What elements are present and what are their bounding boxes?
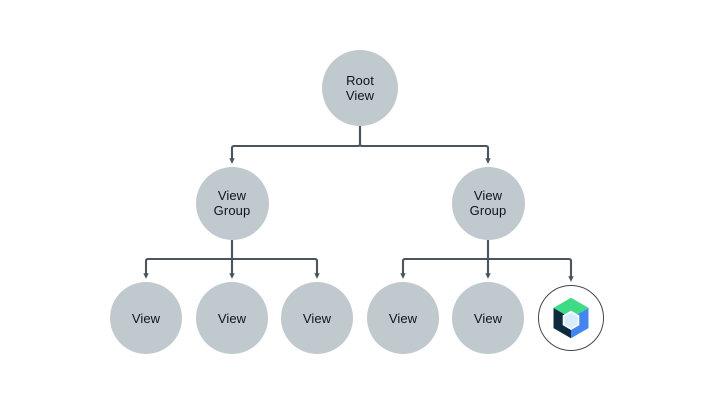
edge-root-to-viewgroup-right bbox=[358, 126, 491, 164]
node-view-group-right-label: View Group bbox=[469, 188, 507, 218]
node-view-2[interactable]: View bbox=[196, 282, 268, 354]
edge-root-to-viewgroup-left bbox=[229, 126, 362, 164]
node-view-group-left[interactable]: View Group bbox=[195, 166, 269, 240]
edge-viewgroup-right-to-view-4 bbox=[400, 257, 488, 279]
node-view-5-label: View bbox=[473, 310, 503, 326]
edge-viewgroup-right-to-compose-node bbox=[488, 257, 574, 282]
node-view-4-label: View bbox=[388, 310, 418, 326]
node-view-2-label: View bbox=[217, 310, 247, 326]
edge-viewgroup-left-to-view-1 bbox=[143, 257, 232, 279]
node-view-4[interactable]: View bbox=[367, 282, 439, 354]
node-view-group-right[interactable]: View Group bbox=[451, 166, 525, 240]
node-compose-view[interactable] bbox=[538, 285, 604, 351]
edge-viewgroup-left-to-view-3 bbox=[232, 257, 320, 279]
node-view-group-left-label: View Group bbox=[213, 188, 251, 218]
node-view-1-label: View bbox=[131, 310, 161, 326]
node-view-1[interactable]: View bbox=[110, 282, 182, 354]
jetpack-compose-logo-icon bbox=[553, 297, 589, 339]
node-view-3-label: View bbox=[302, 310, 332, 326]
node-view-3[interactable]: View bbox=[281, 282, 353, 354]
node-root-view[interactable]: Root View bbox=[322, 50, 398, 126]
node-view-5[interactable]: View bbox=[452, 282, 524, 354]
node-root-view-label: Root View bbox=[345, 73, 375, 103]
